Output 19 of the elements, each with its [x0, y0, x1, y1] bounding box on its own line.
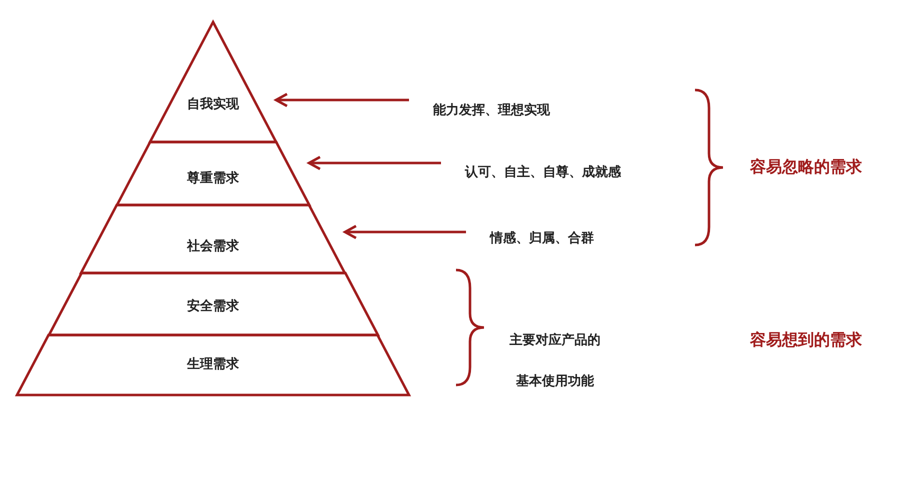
need-description: 认可、自主、自尊、成就感 [465, 163, 621, 181]
pyramid-band [17, 335, 409, 395]
level-label: 生理需求 [186, 356, 240, 373]
arrow [342, 224, 466, 240]
level-label: 社会需求 [186, 238, 240, 255]
need-description: 能力发挥、理想实现 [433, 101, 550, 119]
pyramid-band [48, 273, 378, 335]
level-label: 自我实现 [186, 96, 240, 113]
arrow [306, 156, 441, 170]
level-label: 安全需求 [186, 298, 240, 315]
level-label: 尊重需求 [186, 170, 240, 187]
pyramid-band [81, 205, 345, 273]
need-description: 情感、归属、合群 [490, 229, 594, 247]
pyramid-apex [150, 22, 276, 142]
arrow [273, 92, 409, 108]
group-label: 容易忽略的需求 [750, 157, 862, 178]
note-text: 主要对应产品的基本使用功能 [508, 332, 602, 391]
group-label: 容易想到的需求 [750, 330, 862, 351]
pyramid-band [116, 142, 310, 205]
